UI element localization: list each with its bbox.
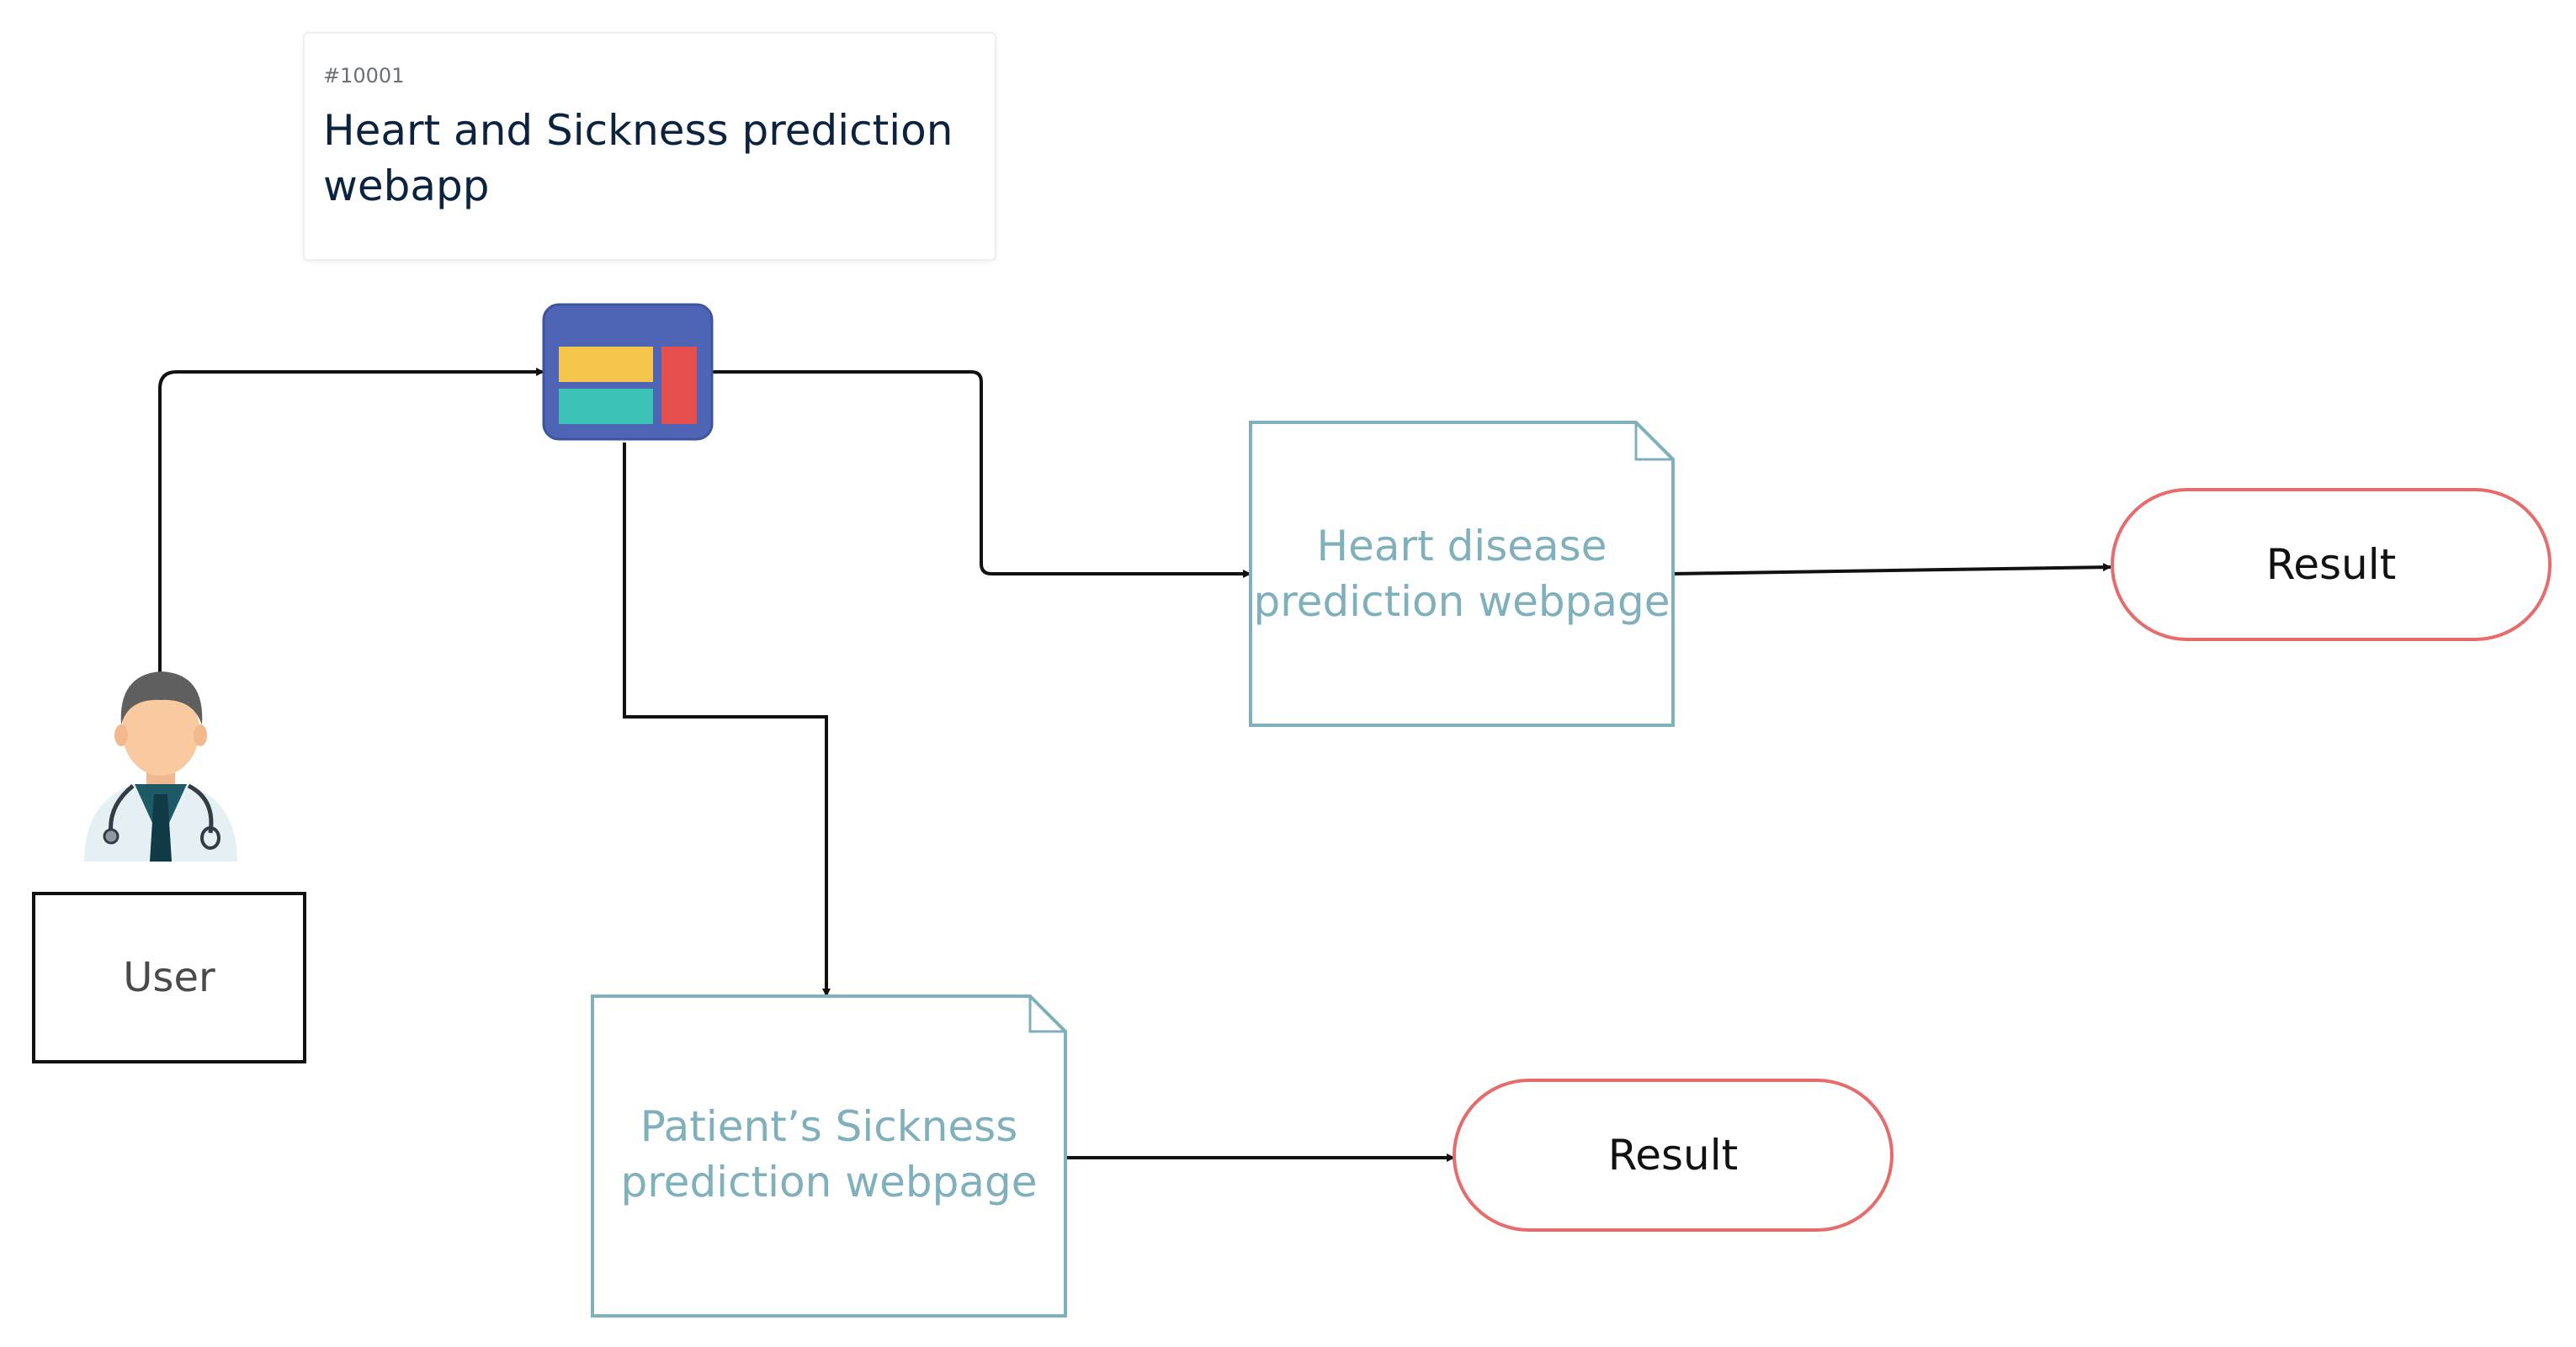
heart-page-document[interactable] (1249, 421, 1675, 727)
patient-page-label-text: Patient’s Sickness prediction webpage (620, 1102, 1038, 1206)
result-2-terminator[interactable] (1453, 1079, 1893, 1232)
result-1-label-text: Result (2265, 540, 2397, 589)
card-title: Heart and Sickness prediction webapp (323, 106, 953, 210)
webapp-layout-icon[interactable] (542, 303, 714, 441)
connector-user-to-webapp[interactable] (158, 368, 544, 675)
heart-page-label-text: Heart disease prediction webpage (1253, 522, 1670, 626)
patient-page-label: Patient’s Sickness prediction webpage (592, 994, 1065, 1314)
project-card[interactable]: #10001 Heart and Sickness prediction web… (303, 32, 996, 261)
card-id: #10001 (323, 64, 405, 88)
result-2-label: Result (1454, 1080, 1892, 1230)
user-label: User (34, 894, 305, 1062)
result-1-terminator[interactable] (2111, 488, 2552, 641)
patient-page-document[interactable] (591, 994, 1067, 1318)
connector-webapp-to-heart[interactable] (712, 370, 1251, 578)
doctor-icon (84, 671, 237, 862)
connector-webapp-to-patient[interactable] (623, 443, 831, 997)
connector-heart-to-result[interactable] (1672, 563, 2111, 575)
result-2-label-text: Result (1607, 1131, 1739, 1180)
user-box[interactable] (32, 892, 306, 1063)
result-1-label: Result (2112, 490, 2550, 639)
user-label-text: User (123, 954, 215, 1001)
heart-page-label: Heart disease prediction webpage (1251, 422, 1673, 725)
